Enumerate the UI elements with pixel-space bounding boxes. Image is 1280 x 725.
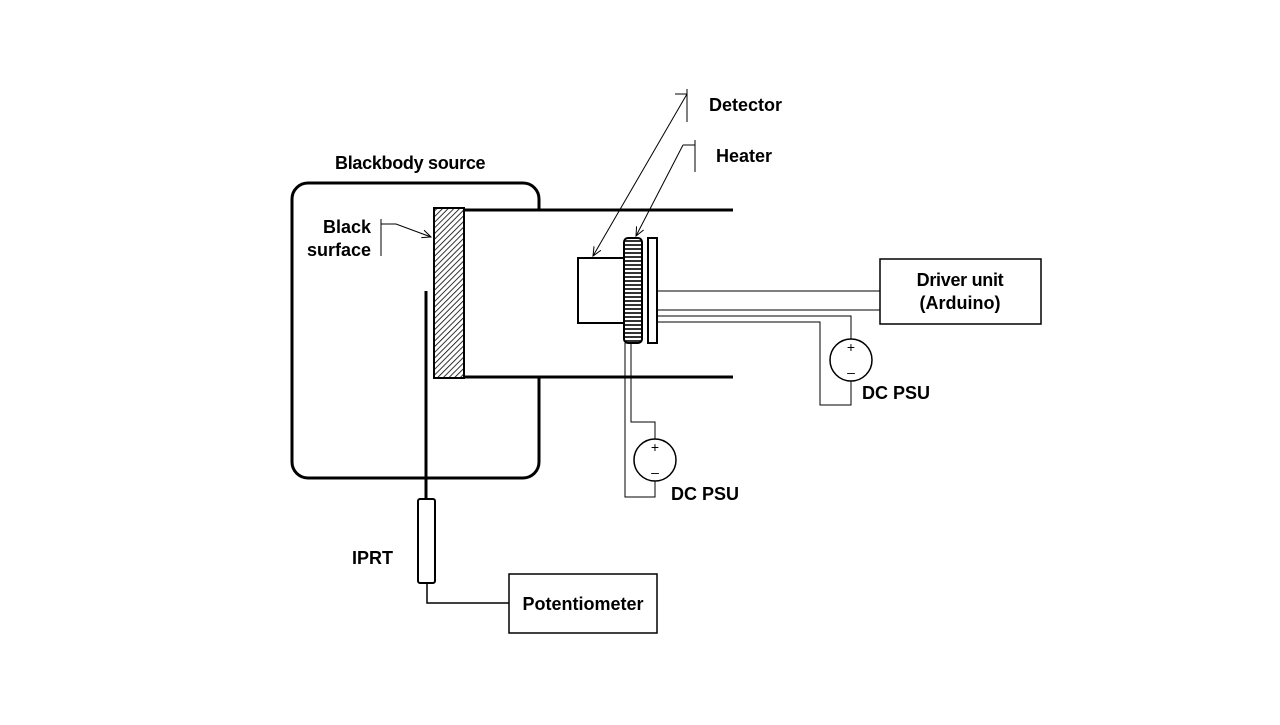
detector-label: Detector: [709, 95, 782, 115]
driver-unit-label-line2: (Arduino): [920, 293, 1001, 313]
iprt-label: IPRT: [352, 548, 393, 568]
heater-element: [623, 237, 643, 344]
iprt-potentiometer-wire: [426, 583, 509, 604]
bottom-dc-psu-minus: –: [651, 464, 659, 480]
bottom-dc-psu-symbol: [633, 438, 677, 482]
detector-leader-arrow: [593, 93, 688, 256]
detector-block: [577, 257, 625, 324]
black-surface-label-line1: Black: [323, 217, 372, 237]
right-dc-psu-label: DC PSU: [862, 383, 930, 403]
right-psu-wire-minus: [657, 321, 852, 406]
bottom-psu-wire-plus: [630, 343, 656, 439]
mount-plate: [647, 237, 658, 344]
right-dc-psu-symbol: [829, 338, 873, 382]
heater-leader-arrow: [636, 144, 684, 236]
potentiometer-label: Potentiometer: [522, 594, 643, 614]
potentiometer-box: [508, 573, 658, 634]
heater-label: Heater: [716, 146, 772, 166]
housing-opening: [520, 211, 560, 377]
blackbody-source-label: Blackbody source: [335, 153, 486, 173]
black-surface-leader-arrow: [381, 223, 431, 237]
bottom-dc-psu-label: DC PSU: [671, 484, 739, 504]
right-psu-wire-plus: [657, 315, 852, 339]
iprt-sensor: [417, 498, 436, 584]
black-surface-label-line2: surface: [307, 240, 371, 260]
driver-unit-box: [879, 258, 1042, 325]
bottom-dc-psu-plus: +: [651, 439, 659, 455]
right-dc-psu-minus: –: [847, 364, 855, 380]
right-dc-psu-plus: +: [847, 339, 855, 355]
bottom-psu-wire-minus: [624, 343, 656, 498]
driver-unit-label-line1: Driver unit: [917, 270, 1004, 290]
black-surface: [433, 207, 465, 379]
